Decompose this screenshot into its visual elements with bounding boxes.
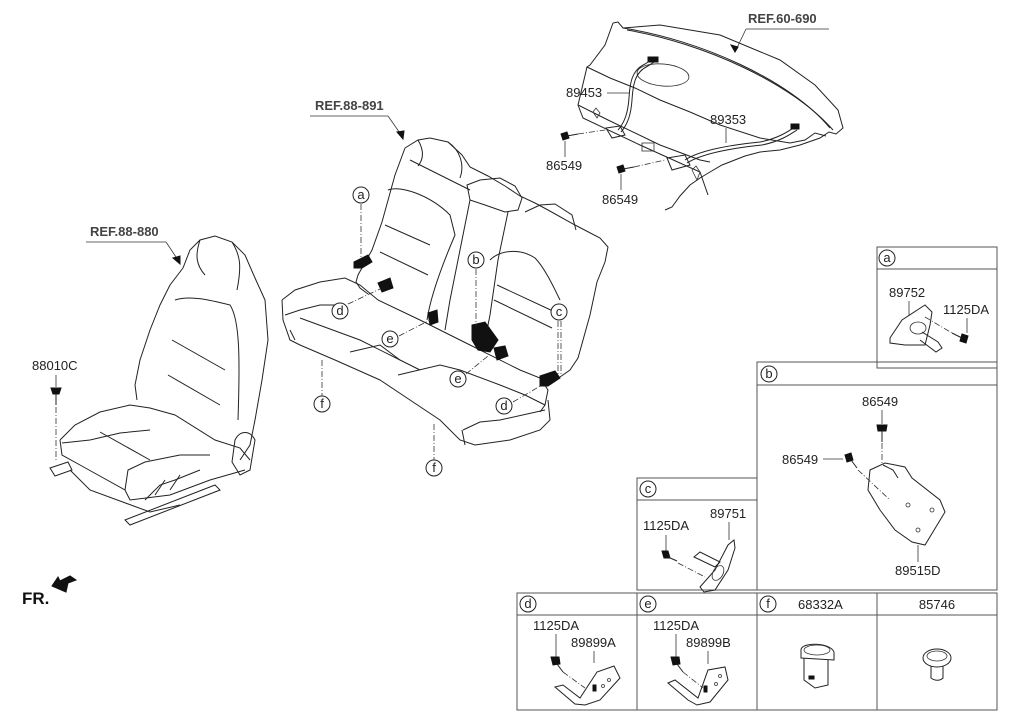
bolt-1125da-icon	[550, 656, 564, 673]
clip-68332a-icon	[800, 643, 835, 689]
bracket-89899a-icon	[553, 665, 621, 706]
detail-e-part-1[interactable]: 1125DA	[653, 618, 699, 633]
plug-85746-icon	[922, 648, 952, 681]
callout-c[interactable]: c	[550, 303, 568, 321]
callout-a[interactable]: a	[352, 186, 370, 204]
detail-b-part-2[interactable]: 86549	[782, 452, 818, 467]
ref-88-880-label[interactable]: REF.88-880	[90, 224, 159, 239]
callout-f-label: f	[320, 396, 324, 411]
front-seat: REF.88-880 88010C	[32, 224, 269, 526]
detail-box-85746[interactable]: 85746	[876, 592, 998, 711]
detail-d-tag: d	[524, 596, 531, 611]
callout-d-label: d	[336, 303, 343, 318]
part-86549-label-2[interactable]: 86549	[602, 192, 638, 207]
detail-c-part-1[interactable]: 1125DA	[643, 518, 689, 533]
part-88010c-label[interactable]: 88010C	[32, 358, 78, 373]
detail-b-tag: b	[765, 366, 772, 381]
callout-c-label: c	[556, 304, 563, 319]
bolt-1125da-icon	[661, 550, 678, 562]
arrow-front-icon	[51, 575, 78, 593]
bracket-89751-icon	[699, 539, 736, 593]
detail-b-part-1[interactable]: 86549	[862, 394, 898, 409]
callout-f-1[interactable]: f	[313, 395, 331, 413]
bracket-89899b-icon	[667, 666, 729, 706]
detail-f-tag: f	[766, 596, 770, 611]
detail-c-part-2[interactable]: 89751	[710, 506, 746, 521]
front-direction-indicator: FR.	[22, 575, 78, 608]
bracket-89752-icon	[889, 304, 933, 346]
detail-85746-header[interactable]: 85746	[919, 597, 955, 612]
fr-label: FR.	[22, 589, 49, 608]
detail-box-e[interactable]: e 1125DA 89899B	[636, 592, 758, 711]
bolt-1125da-icon	[951, 332, 969, 344]
detail-a-part-1[interactable]: 89752	[889, 285, 925, 300]
part-89453-label[interactable]: 89453	[566, 85, 602, 100]
bolt-86549-icon	[616, 164, 635, 174]
rear-seat: REF.88-891	[281, 98, 609, 460]
parcel-shelf: REF.60-690 89453 89353 86549 86549	[546, 11, 844, 211]
bolt-86549-icon	[844, 452, 858, 469]
callout-f-2[interactable]: f	[425, 459, 443, 477]
detail-box-b[interactable]: b 86549 86549 89515D	[756, 361, 998, 591]
bolt-86549-icon	[876, 424, 888, 442]
callout-e-label: e	[386, 331, 393, 346]
detail-c-tag: c	[645, 481, 652, 496]
callout-b[interactable]: b	[467, 251, 485, 269]
detail-d-part-1[interactable]: 1125DA	[533, 618, 579, 633]
callout-e-1[interactable]: e	[381, 330, 399, 348]
detail-e-part-2[interactable]: 89899B	[686, 635, 731, 650]
detail-d-part-2[interactable]: 89899A	[571, 635, 616, 650]
detail-box-c[interactable]: c 1125DA 89751	[636, 477, 758, 593]
callout-e-label: e	[454, 371, 461, 386]
part-89353-label[interactable]: 89353	[710, 112, 746, 127]
detail-f-header[interactable]: 68332A	[798, 597, 843, 612]
callout-b-label: b	[472, 252, 479, 267]
callout-d-label: d	[500, 398, 507, 413]
callout-f-label: f	[432, 460, 436, 475]
part-86549-label-1[interactable]: 86549	[546, 158, 582, 173]
bolt-1125da-icon	[670, 656, 684, 673]
detail-a-tag: a	[883, 250, 891, 265]
callout-d-1[interactable]: d	[331, 302, 349, 320]
callout-a-label: a	[357, 187, 365, 202]
detail-box-d[interactable]: d 1125DA 89899A	[516, 592, 638, 711]
detail-e-tag: e	[644, 596, 651, 611]
bracket-89515d-icon	[867, 462, 946, 546]
detail-a-part-2[interactable]: 1125DA	[943, 302, 989, 317]
callout-d-2[interactable]: d	[495, 397, 513, 415]
detail-box-f[interactable]: f 68332A	[756, 592, 878, 711]
bolt-88010c-icon	[50, 387, 62, 405]
detail-box-a[interactable]: a 89752 1125DA	[876, 246, 998, 369]
ref-88-891-label[interactable]: REF.88-891	[315, 98, 384, 113]
bolt-86549-icon	[560, 131, 579, 141]
callout-e-2[interactable]: e	[449, 370, 467, 388]
detail-b-part-3[interactable]: 89515D	[895, 563, 941, 578]
ref-60-690-label[interactable]: REF.60-690	[748, 11, 817, 26]
